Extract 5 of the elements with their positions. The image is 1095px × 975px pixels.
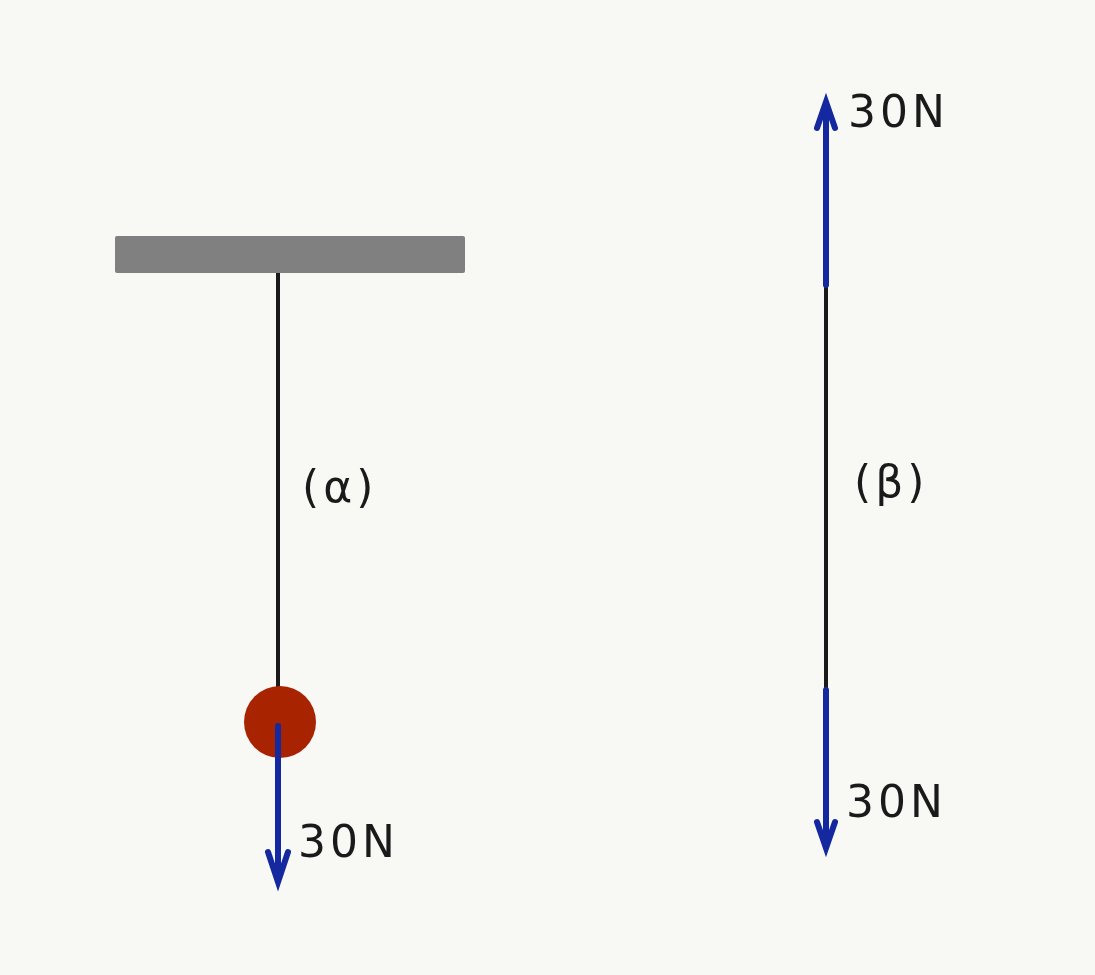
force-label: 30N: [846, 780, 947, 824]
figure-label: (β): [854, 460, 929, 504]
force-label: 30N: [848, 90, 949, 134]
force-label: 30N: [298, 820, 399, 864]
figure-label: (α): [302, 465, 378, 509]
